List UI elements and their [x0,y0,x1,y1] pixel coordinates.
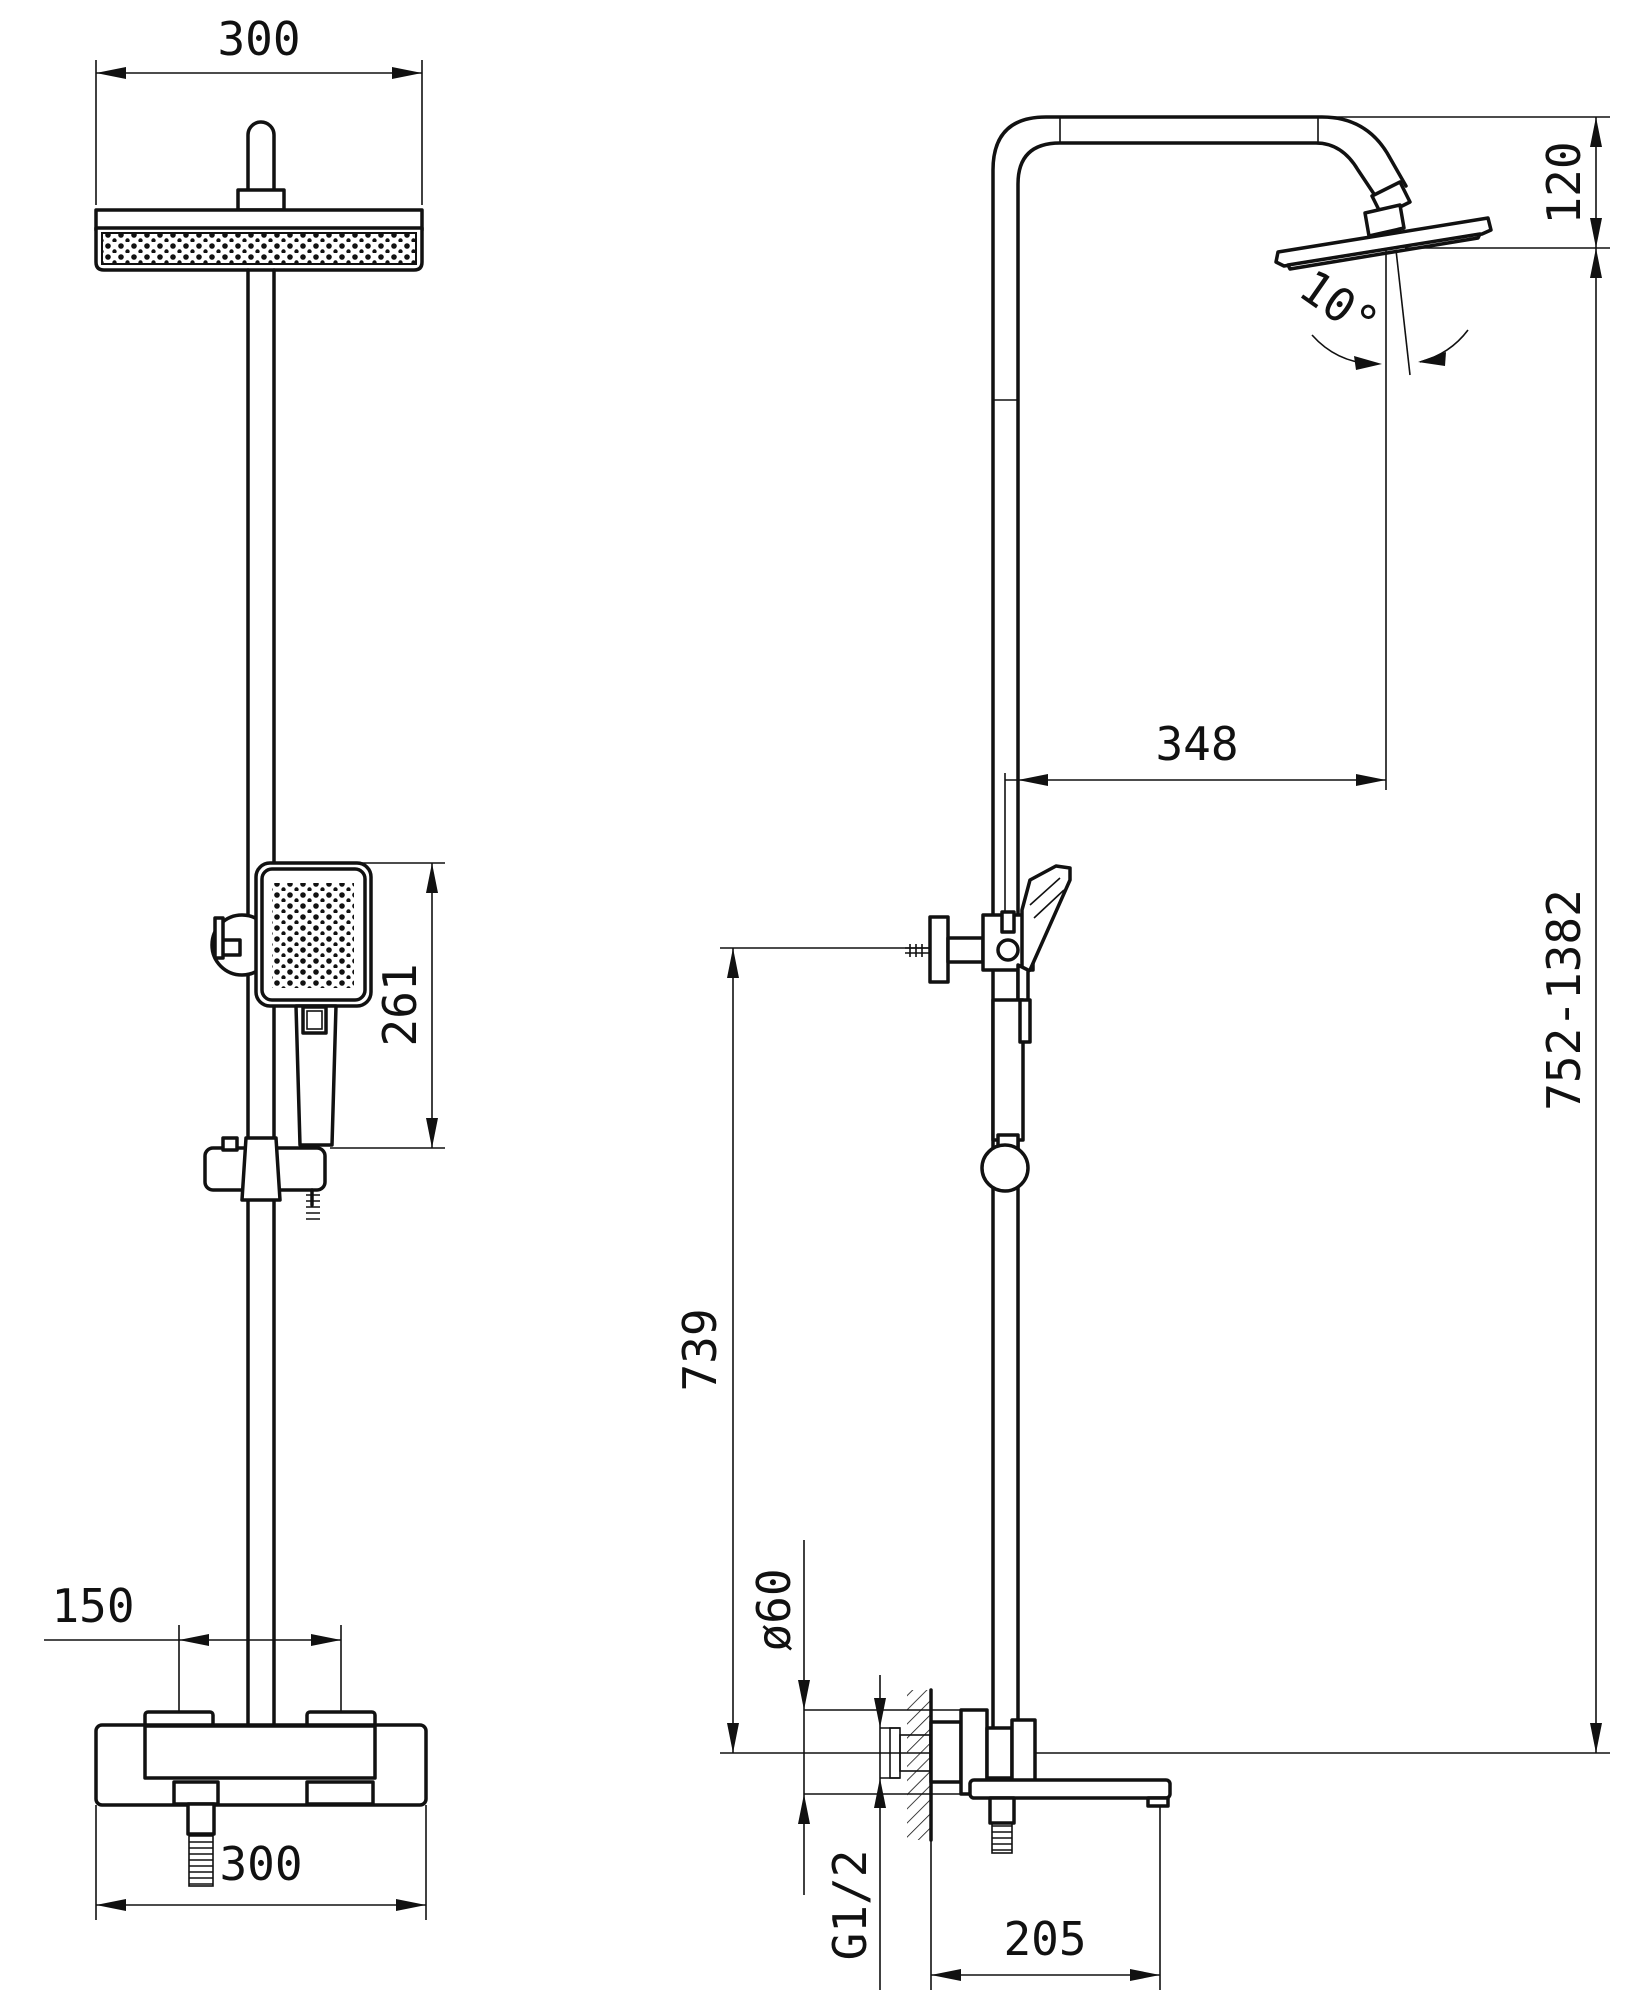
side-wall-inlet [889,1688,1172,1854]
dim-label-adjustable-height: 752-1382 [1537,889,1591,1111]
dim-label-outlet-height: 739 [673,1308,727,1391]
side-view: 10° 120 348 [673,115,1610,1990]
front-thermostat [94,1710,428,1887]
dim-adjustable-height: 752-1382 [1030,248,1610,1754]
dim-front-head-width: 300 [95,12,423,205]
side-shower-arm [991,115,1412,1747]
dim-label-head-drop: 120 [1537,141,1591,224]
dim-thread: G1/2 [823,1675,900,1990]
dim-label-thermostat-width: 300 [219,1837,302,1891]
dim-head-drop: 120 [1316,116,1610,249]
dim-wall-projection: 205 [930,1806,1161,1990]
front-rain-head [94,120,424,272]
dim-label-front-head-width: 300 [217,12,300,66]
dim-label-wall-projection: 205 [1003,1912,1086,1966]
side-hand-shower [905,864,1072,1193]
dim-tilt-angle: 10° [1290,249,1469,376]
front-hand-shower [210,861,373,1147]
dim-inlet-diameter: ø60 [747,1540,961,1895]
dim-label-inlet-diameter: ø60 [747,1568,801,1651]
dim-label-handshower-height: 261 [373,963,427,1046]
side-rain-head [1274,203,1493,271]
dim-thermostat-width: 300 [95,1805,427,1920]
dim-label-thread: G1/2 [823,1850,877,1961]
front-slider [203,1136,327,1220]
front-view: 300 261 150 300 [44,12,445,1920]
dim-inlet-spacing: 150 [44,1579,342,1712]
dim-label-inlet-spacing: 150 [51,1579,134,1633]
dim-outlet-height: 739 [673,947,993,1754]
dim-label-tilt-angle: 10° [1290,259,1389,351]
dim-arm-reach: 348 [1004,372,1387,960]
dim-label-arm-reach: 348 [1155,717,1238,771]
dim-handshower-height: 261 [330,862,445,1149]
